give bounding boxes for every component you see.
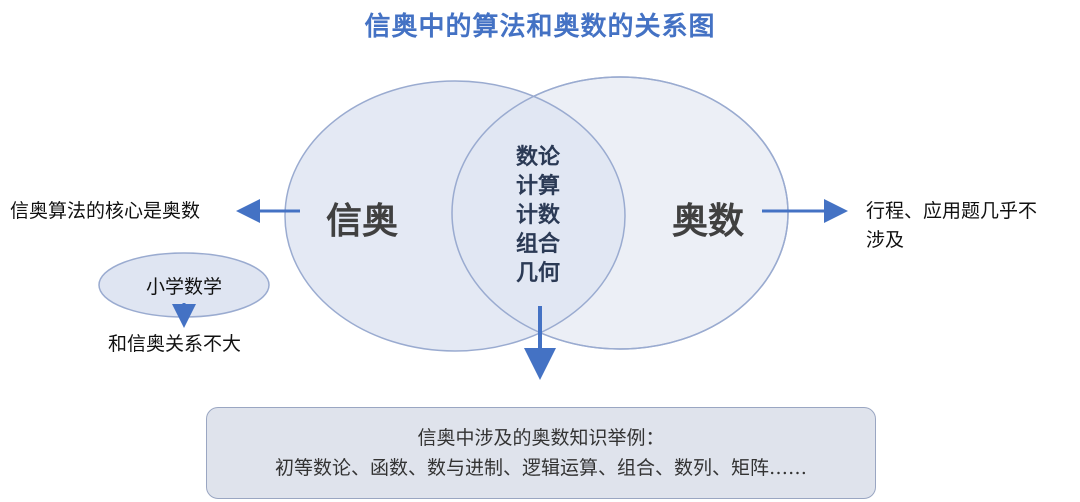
examples-box: 信奥中涉及的奥数知识举例： 初等数论、函数、数与进制、逻辑运算、组合、数列、矩阵… <box>206 407 876 499</box>
primary-math-note: 和信奥关系不大 <box>108 333 242 355</box>
left-annotation: 信奥算法的核心是奥数 <box>10 200 201 222</box>
overlap-outline <box>451 76 789 350</box>
right-annotation-line1: 行程、应用题几乎不 <box>866 200 1038 222</box>
overlap-item: 计算 <box>515 174 560 199</box>
primary-math-label: 小学数学 <box>145 276 222 298</box>
overlap-topics: 数论 计算 计数 组合 几何 <box>498 143 578 288</box>
xinao-circle <box>284 80 626 352</box>
aoshu-label: 奥数 <box>672 201 745 242</box>
xinao-label: 信奥 <box>326 201 399 242</box>
examples-list: 初等数论、函数、数与进制、逻辑运算、组合、数列、矩阵…… <box>274 457 807 479</box>
diagram-title: 信奥中的算法和奥数的关系图 <box>364 12 716 42</box>
overlap-item: 计数 <box>515 203 560 228</box>
overlap-item: 组合 <box>515 232 560 257</box>
examples-heading: 信奥中涉及的奥数知识举例： <box>417 427 665 449</box>
right-annotation-line2: 涉及 <box>866 229 905 251</box>
overlap-item: 几何 <box>515 261 560 286</box>
overlap-item: 数论 <box>515 145 560 170</box>
